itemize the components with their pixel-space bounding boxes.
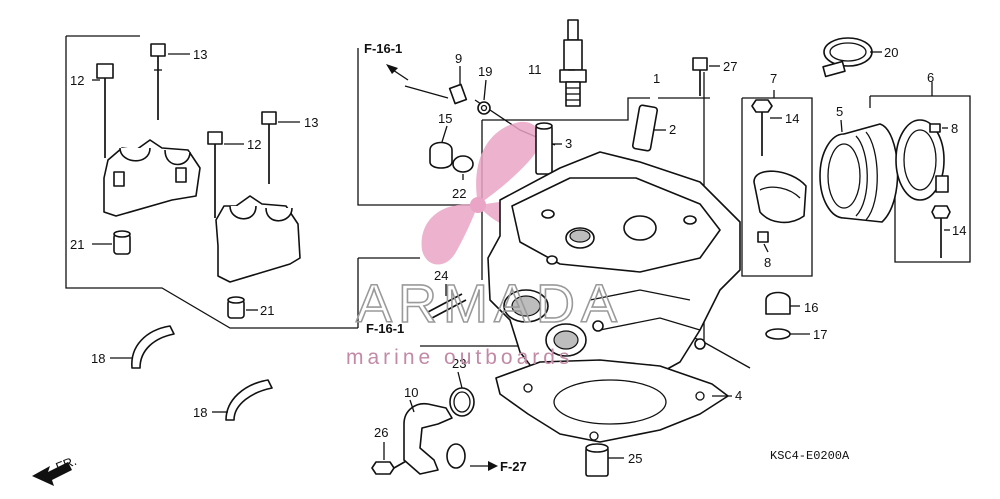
water-pipe-parts — [403, 387, 609, 477]
bolts — [96, 43, 951, 475]
thrust-washers — [131, 325, 273, 421]
callout-8b: 8 — [764, 255, 771, 270]
callout-14a: 14 — [785, 111, 799, 126]
reference-labels: F-16-1 F-16-1 F-27 — [364, 41, 527, 474]
insulator — [895, 119, 949, 201]
callout-21b: 21 — [260, 303, 274, 318]
cam-holder-upper — [103, 139, 201, 217]
head-gasket — [495, 359, 729, 443]
callout-leaders — [92, 51, 950, 460]
callout-16: 16 — [804, 300, 818, 315]
callout-2: 2 — [669, 122, 676, 137]
callout-1: 1 — [653, 71, 660, 86]
callout-15: 15 — [438, 111, 452, 126]
front-marker-label: FR. — [54, 453, 79, 475]
callout-22: 22 — [452, 186, 466, 201]
callout-6: 6 — [927, 70, 934, 85]
ref-f27: F-27 — [500, 459, 527, 474]
band-clamp — [822, 37, 873, 78]
watermark: ARMADA marine outboards — [346, 273, 623, 369]
callout-13b: 13 — [304, 115, 318, 130]
spark-plug — [559, 19, 587, 107]
cap-and-washer — [765, 291, 791, 340]
callout-12b: 12 — [247, 137, 261, 152]
cam-holder-lower — [215, 195, 301, 283]
callout-24: 24 — [434, 268, 448, 283]
callout-14b: 14 — [952, 223, 966, 238]
callout-9: 9 — [455, 51, 462, 66]
front-marker: FR. — [32, 453, 79, 486]
callout-19: 19 — [478, 64, 492, 79]
watermark-subtitle: marine outboards — [346, 346, 573, 369]
clamp-band — [753, 170, 807, 243]
callout-13a: 13 — [193, 47, 207, 62]
callout-23: 23 — [452, 356, 466, 371]
callout-12a: 12 — [70, 73, 84, 88]
callout-3: 3 — [565, 136, 572, 151]
callout-10: 10 — [404, 385, 418, 400]
ref-f16-top: F-16-1 — [364, 41, 402, 56]
callout-20: 20 — [884, 45, 898, 60]
callout-11: 11 — [528, 62, 542, 77]
callout-5: 5 — [836, 104, 843, 119]
callout-18a: 18 — [91, 351, 105, 366]
cylinder-head — [487, 151, 741, 393]
callout-21a: 21 — [70, 237, 84, 252]
small-parts-upper — [429, 83, 659, 175]
callout-4: 4 — [735, 388, 742, 403]
callout-8a: 8 — [951, 121, 958, 136]
callout-17: 17 — [813, 327, 827, 342]
callout-27: 27 — [723, 59, 737, 74]
watermark-title: ARMADA — [356, 274, 623, 334]
callout-labels: 1 2 3 4 5 6 7 8 8 9 10 11 12 12 13 13 14… — [70, 45, 966, 466]
callout-18b: 18 — [193, 405, 207, 420]
ref-f16-mid: F-16-1 — [366, 321, 404, 336]
intake-boot — [819, 123, 899, 223]
callout-25: 25 — [628, 451, 642, 466]
callout-26: 26 — [374, 425, 388, 440]
dowel-pins — [113, 230, 245, 319]
callout-7: 7 — [770, 71, 777, 86]
diagram-code: KSC4-E0200A — [770, 449, 850, 463]
reference-arrows — [386, 64, 498, 471]
